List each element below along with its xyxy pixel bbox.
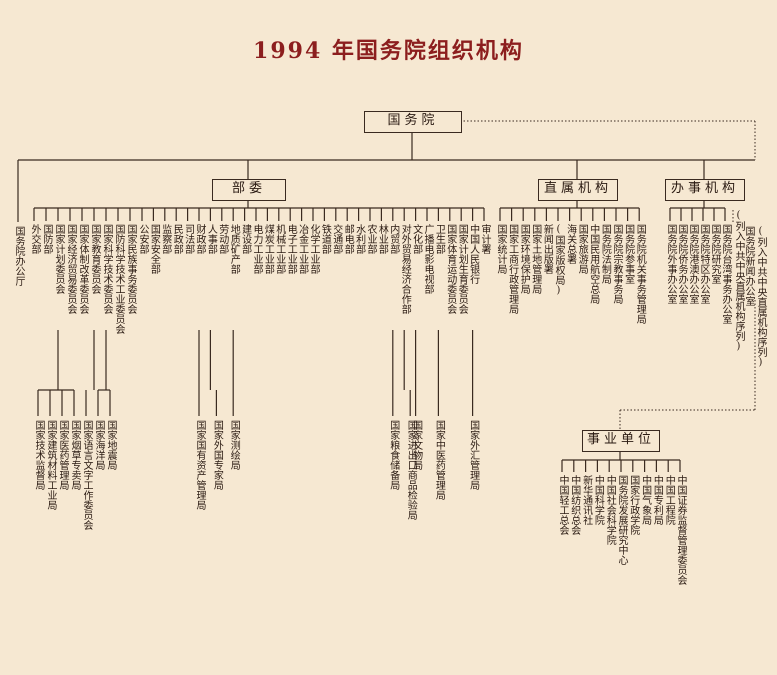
ministry-7: 国防科学技术工业委员会	[113, 224, 124, 334]
ministry-24: 化学工业部	[308, 224, 319, 274]
office-2: 国务院港澳办公室	[687, 224, 698, 304]
institution-7: 中国气象局	[639, 475, 651, 525]
ministry-25: 铁道部	[319, 224, 331, 254]
direct-agency-4: 新闻出版署	[541, 224, 553, 274]
bureaus_planning-2: 国家医药管理局	[57, 420, 68, 490]
institution-6: 国家行政学院	[627, 475, 639, 535]
ministry-28: 水利部	[353, 224, 365, 254]
ministry-2: 国家计划委员会	[53, 224, 64, 294]
bureaus_science-1: 国家地震局	[105, 420, 116, 470]
ministry-22: 电子工业部	[285, 224, 297, 274]
ministry-34: 广播电影电视部	[422, 224, 433, 294]
ministry-26: 交通部	[330, 224, 342, 254]
ministry-21: 机械工业部	[273, 224, 285, 274]
category-institutions: 事业单位	[582, 430, 660, 452]
bureaus_planning-0: 国家技术监督局	[33, 420, 44, 490]
ministry-9: 公安部	[137, 224, 148, 254]
ministry-19: 电力工业部	[251, 224, 262, 274]
ministry-13: 司法部	[182, 224, 194, 254]
institution-8: 中国专利局	[651, 475, 663, 525]
ministry-31: 内贸部	[387, 224, 399, 254]
institution-3: 中国科学院	[592, 475, 604, 525]
direct-agency-0: 国家统计局	[495, 224, 506, 274]
direct-agency-10: 国务院宗教事务局	[611, 224, 622, 304]
bureaus_culture-0: 国家文物局	[410, 420, 422, 470]
institution-9: 中国工程院	[663, 475, 675, 525]
category-direct: 直属机构	[538, 179, 618, 201]
bureaus_planning-3: 国家烟草专卖局	[69, 420, 80, 490]
institution-5: 国务院发展研究中心	[616, 475, 627, 565]
ministry-6: 国家科学技术委员会	[101, 224, 112, 314]
office-note-2: (列入中共中央直属机构序列)	[755, 226, 766, 368]
direct-agency-11: 国务院参事室	[622, 224, 634, 284]
institution-2: 新华通讯社	[580, 475, 592, 525]
ministry-23: 冶金工业部	[296, 224, 308, 274]
ministry-1: 国防部	[41, 224, 52, 254]
ministry-29: 农业部	[365, 224, 376, 254]
ministry-0: 外交部	[29, 224, 40, 254]
ministry-5: 国家教育委员会	[89, 224, 100, 294]
chart-title: 1994 年国务院组织机构	[253, 38, 524, 64]
ministry-17: 地质矿产部	[228, 224, 240, 274]
bureaus_trade-0: 国家粮食储备局	[387, 420, 399, 490]
bureaus_education-0: 国家语言文字工作委员会	[81, 420, 92, 530]
institution-1: 中国纺织总会	[568, 475, 580, 535]
ministry-27: 邮电部	[342, 224, 354, 254]
bureaus_planning-1: 国家建筑材料工业局	[45, 420, 56, 510]
ministry-32: 对外贸易经济合作部	[399, 224, 411, 314]
ministry-39: 审计署	[479, 224, 490, 254]
direct-agency-9: 国务院法制局	[599, 224, 611, 284]
direct-agency-1: 国家工商行政管理局	[506, 224, 518, 314]
ministry-3: 国家经济贸易委员会	[65, 224, 76, 314]
ministry-11: 监察部	[159, 224, 171, 254]
institution-0: 中国轻工总会	[557, 475, 568, 535]
office-general-office: 国务院办公厅	[13, 226, 24, 286]
office-0: 国务院外事办公室	[665, 224, 676, 304]
direct-agency-6: 海关总署	[564, 224, 576, 264]
category-ministries: 部委	[212, 179, 286, 201]
direct-agency-2: 国家环境保护局	[518, 224, 530, 294]
bureaus_finance-0: 国家国有资产管理局	[194, 420, 205, 510]
direct-agency-7: 国家旅游局	[576, 224, 588, 274]
ministry-4: 国家体制改革委员会	[77, 224, 88, 314]
office-1: 国务院侨务办公室	[676, 224, 687, 304]
institution-10: 中国证券监督管理委员会	[675, 475, 686, 585]
office-news-office: 国务院新闻办公室	[743, 226, 754, 306]
ministry-16: 劳动部	[216, 224, 228, 254]
bureaus_foreign_trade-0: 国家进出口商品检验局	[405, 420, 417, 520]
ministry-8: 国家民族事务委员会	[125, 224, 136, 314]
ministry-12: 民政部	[171, 224, 183, 254]
direct-agency-8: 中国民用航空总局	[587, 224, 599, 304]
bureaus_geology-0: 国家测绘局	[228, 420, 240, 470]
root-node: 国务院	[364, 111, 462, 133]
ministry-20: 煤炭工业部	[262, 224, 274, 274]
ministry-33: 文化部	[410, 224, 422, 254]
ministry-30: 林业部	[376, 224, 388, 254]
bureaus_health-0: 国家中医药管理局	[433, 420, 445, 500]
ministry-36: 国家体育运动委员会	[444, 224, 456, 314]
ministry-37: 国家计划生育委员会	[456, 224, 468, 314]
bureaus_science-0: 国家海洋局	[93, 420, 104, 470]
ministry-35: 卫生部	[433, 224, 445, 254]
bureaus_personnel-0: 国家外国专家局	[211, 420, 223, 490]
category-offices: 办事机构	[665, 179, 745, 201]
direct-agency-3: 国家土地管理局	[529, 224, 541, 294]
office-4: 国务院研究室	[709, 224, 720, 284]
institution-4: 中国社会科学院	[604, 475, 616, 545]
ministry-10: 国家安全部	[148, 224, 160, 274]
ministry-18: 建设部	[239, 224, 251, 254]
direct-agency-5: (国家版权局)	[553, 224, 564, 296]
ministry-38: 中国人民银行	[467, 224, 479, 284]
office-5: 国务院台湾事务办公室	[720, 224, 731, 324]
office-note-0: (列入中共中央直属机构序列)	[733, 210, 744, 352]
direct-agency-12: 国务院机关事务管理局	[634, 224, 646, 324]
ministry-15: 人事部	[205, 224, 217, 254]
bureaus_bank-0: 国家外汇管理局	[467, 420, 479, 490]
ministry-14: 财政部	[194, 224, 205, 254]
office-3: 国务院特区办公室	[698, 224, 709, 304]
